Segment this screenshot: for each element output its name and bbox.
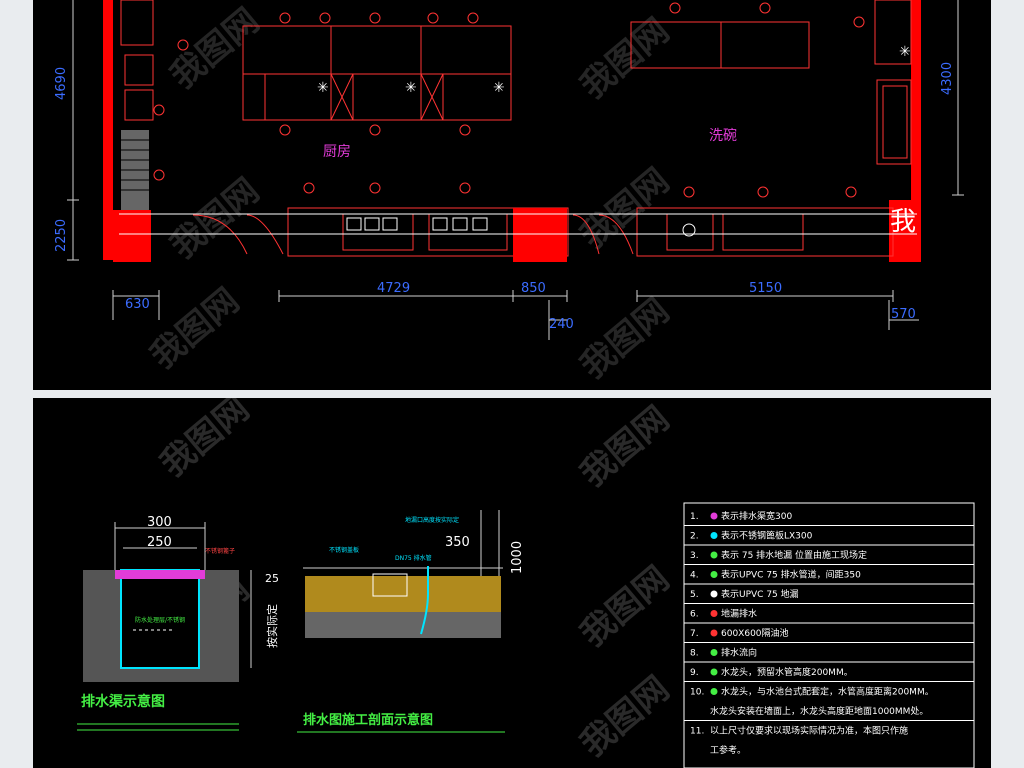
watermark: 我图网 [573,291,677,387]
watermark: 我图网 [573,161,677,257]
watermark: 我图网 [573,669,677,765]
kitchen-floor-plan-drawing: 我图网 我图网 我图网 我图网 我图网 我图网 4690 2250 4300 [54,0,964,387]
watermark-group: 我图网 我图网 我图网 我图网 我图网 我图网 [143,1,677,387]
left-wall [103,0,154,262]
watermark: 我图网 [153,398,257,485]
channel-diagram-title: 排水渠示意图 [81,693,165,710]
dim-350: 350 [445,535,470,550]
dim-25: 25 [265,572,279,585]
snowflake-icon-group: ✳ ✳ ✳ [317,80,505,96]
legend-number: 2. [690,532,699,542]
kitchen-cabinets-top [242,25,512,121]
snowflake-icon: ✳ [317,80,329,96]
dim-850: 850 [521,281,546,296]
legend-text: 表示排水渠宽300 [721,510,792,522]
legend-swatch [710,590,718,598]
dim-2250: 2250 [54,219,69,252]
left-vertical-dimension [67,0,79,261]
legend-text: 水龙头，与水池台式配套定，水管高度距离200MM。 [721,686,934,698]
dim-5150: 5150 [749,281,782,296]
legend-swatch [710,629,718,637]
channel-side-note: 按实际定 [265,604,279,648]
watermark: 我图网 [573,559,677,655]
bottom-counter [192,207,894,257]
section-diagram: 350 1000 地漏口高度按实际定 不锈钢盖板 DN75 排水管 [303,510,525,638]
kitchen-floor-plan-panel: 我图网 我图网 我图网 我图网 我图网 我图网 4690 2250 4300 [33,0,991,390]
stove-burners [346,217,696,237]
watermark: 我图网 [573,11,677,107]
dim-240: 240 [549,317,574,332]
legend-swatch [710,688,718,695]
legend-number: 4. [690,571,699,581]
legend-swatch [710,532,718,539]
legend-swatch [710,649,718,656]
channel-inner-note: 防水处理层/不锈钢 [135,616,185,624]
legend-text: 工参考。 [710,744,746,756]
legend-number: 5. [690,590,699,600]
dim-4729: 4729 [377,281,410,296]
legend-text: 排水流向 [721,647,757,659]
legend-swatch [710,512,718,520]
overlay-text-strip [119,213,917,235]
section-note-top: 地漏口高度按实际定 [405,516,459,524]
channel-left-note: 不锈钢篦子 [205,547,235,555]
legend-text: 表示不锈钢篦板LX300 [721,530,813,542]
legend-number: 3. [690,551,699,561]
dim-4300: 4300 [940,62,955,95]
legend-text: 表示UPVC 75 排水管道，间距350 [721,569,861,581]
legend-text: 水龙头安装在墙面上，水龙头高度距地面1000MM处。 [710,705,928,717]
dim-630: 630 [125,297,150,312]
legend-swatch [710,668,718,676]
dim-4690: 4690 [54,67,69,100]
right-vertical-dimension [952,0,964,196]
legend-number: 7. [690,629,699,639]
legend-swatch [710,551,718,559]
snowflake-icon: ✳ [405,80,417,96]
drain-markers [153,2,865,198]
dim-570: 570 [891,307,916,322]
wall-column [513,208,567,262]
legend-number: 9. [690,668,699,678]
legend-table: 1. 表示排水渠宽300 2. 表示不锈钢篦板LX300 3. 表示 75 排水地漏 位置… [683,502,975,768]
snowflake-icon: ✳ [899,44,911,60]
dim-250: 250 [147,535,172,550]
channel-diagram: 300 250 不锈钢篦子 防水处理层/不锈钢 25 按实际定 [83,515,279,682]
legend-text: 表示 75 排水地漏 位置由施工现场定 [721,549,867,561]
legend-number: 11. [690,727,704,737]
watermark: 我图网 [573,399,677,495]
legend-swatch [710,571,718,578]
snowflake-icon: ✳ [493,80,505,96]
legend-rows: 1. 表示排水渠宽300 2. 表示不锈钢篦板LX300 3. 表示 75 排水地漏 位置… [684,510,974,756]
drainage-detail-panel: 我图网 我图网 我图网 我图网 我图网 300 250 不锈钢篦子 防水处理层/… [33,398,991,768]
legend-text: 表示UPVC 75 地漏 [721,588,799,600]
dim-1000: 1000 [510,541,525,574]
dish-cabinets-top [630,21,810,69]
dim-300: 300 [147,515,172,530]
legend-number: 1. [690,512,699,522]
section-note-left: 不锈钢盖板 [329,546,359,554]
legend-swatch [710,610,718,617]
legend-text: 水龙头，预留水管高度200MM。 [721,666,853,678]
room-label-dish: 洗碗 [709,128,737,144]
legend-number: 8. [690,649,699,659]
overlay-char: 我 [890,207,916,237]
drainage-detail-drawing: 我图网 我图网 我图网 我图网 我图网 300 250 不锈钢篦子 防水处理层/… [77,398,975,768]
legend-text: 地漏排水 [721,608,757,620]
room-label-kitchen: 厨房 [323,144,351,160]
legend-text: 600X600隔油池 [721,627,789,639]
section-diagram-title: 排水图施工剖面示意图 [303,712,433,728]
legend-text: 以上尺寸仅要求以现场实际情况为准，本图只作施 [710,725,908,737]
section-note-center: DN75 排水管 [395,554,432,562]
legend-number: 10. [690,688,704,698]
bottom-dimension-lines [112,290,919,340]
legend-number: 6. [690,610,699,620]
right-wall: ✳ [874,0,921,262]
watermark: 我图网 [163,1,267,97]
